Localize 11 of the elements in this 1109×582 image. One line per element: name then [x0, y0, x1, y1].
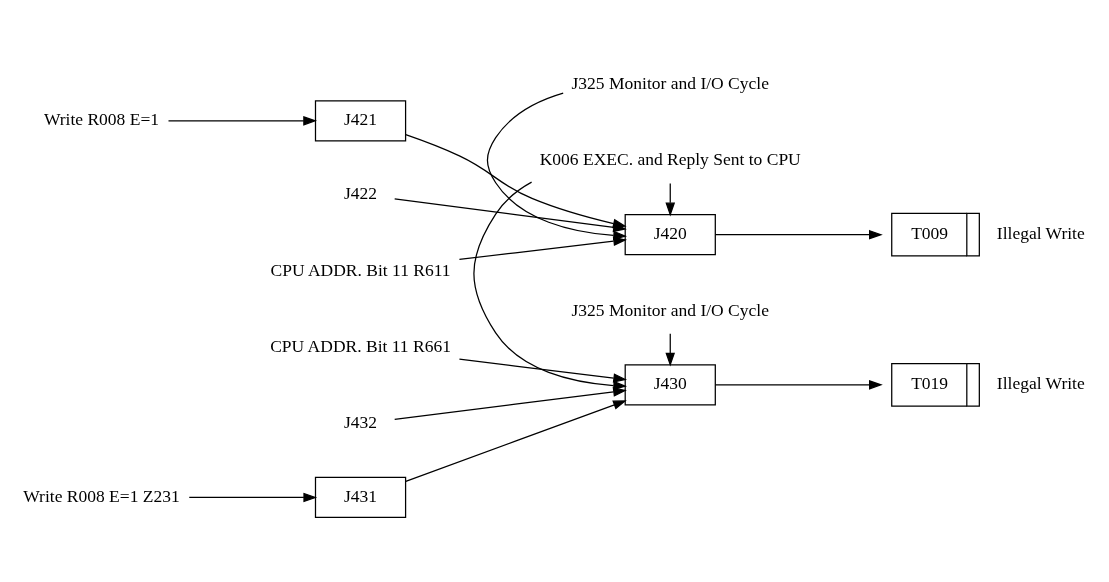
node-text: J325 Monitor and I/O Cycle [571, 299, 769, 320]
node-text: CPU ADDR. Bit 11 R611 [270, 259, 451, 280]
node-text: Write R008 E=1 [43, 109, 160, 130]
node-text: J422 [344, 183, 378, 204]
node-text: CPU ADDR. Bit 11 R661 [270, 335, 451, 356]
node-text: J325 Monitor and I/O Cycle [571, 73, 769, 94]
node-label: Illegal Write [996, 223, 1085, 244]
node-text: K006 EXEC. and Reply Sent to CPU [539, 149, 801, 170]
node-text: Write R008 E=1 Z231 [23, 486, 180, 507]
node-text: J432 [344, 412, 378, 433]
node-label: Illegal Write [996, 373, 1085, 394]
